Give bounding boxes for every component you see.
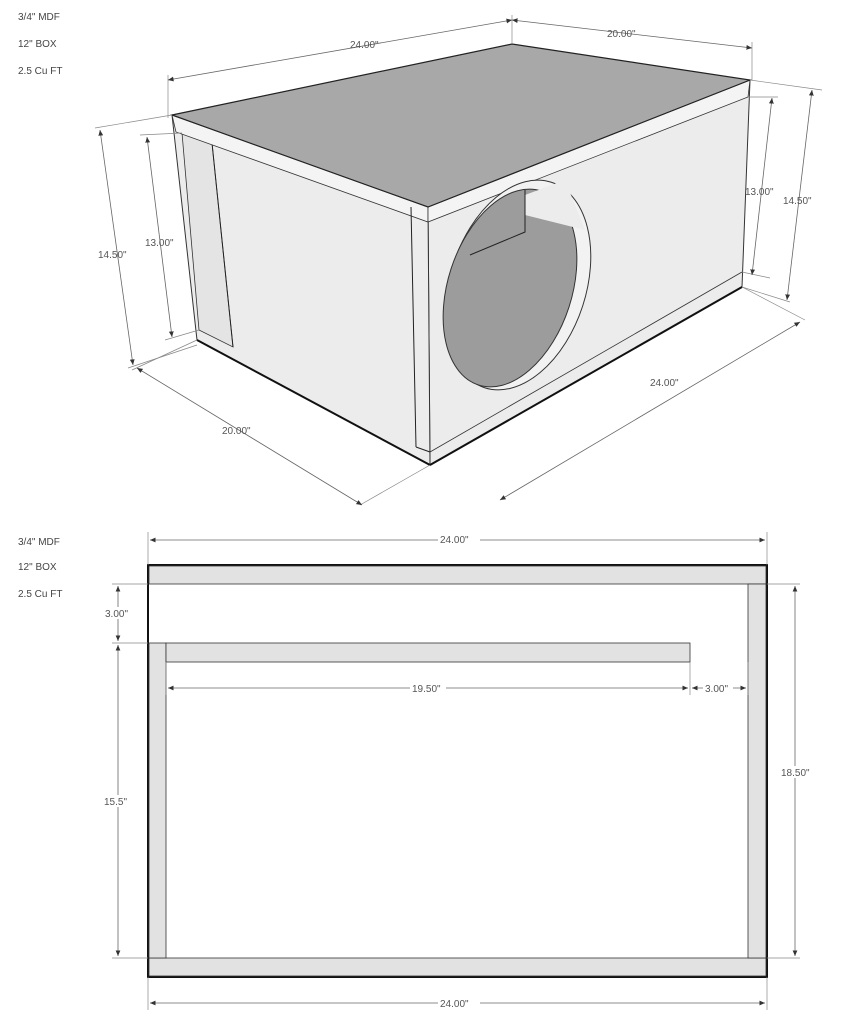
dim-right-inner-height: 13.00" [745,187,774,198]
note-box-size: 12" BOX [18,39,57,50]
dim-right-outer-height: 14.50" [783,196,812,207]
dim-left-outer-height: 14.50" [98,250,127,261]
iso-dimensions [94,15,823,506]
top-wall [148,565,767,585]
plan-note-volume: 2.5 Cu FT [18,589,63,600]
dim-plan-bottom-width: 24.00" [440,999,469,1010]
note-material: 3/4" MDF [18,12,60,23]
right-wall [747,583,767,959]
plan-note-material: 3/4" MDF [18,537,60,548]
port-divider [165,642,691,663]
dim-plan-divider-length: 19.50" [412,684,441,695]
dim-top-depth: 20.00" [607,29,636,40]
dim-top-length: 24.00" [350,40,379,51]
dim-left-inner-height: 13.00" [145,238,174,249]
left-wall [148,642,167,959]
plan-note-box-size: 12" BOX [18,562,57,573]
dim-plan-port-gap: 3.00" [705,684,728,695]
note-volume: 2.5 Cu FT [18,66,63,77]
bottom-wall [148,957,767,977]
plan-box [147,564,768,978]
dim-plan-depth: 18.50" [781,768,810,779]
iso-box [169,43,753,466]
dim-plan-top-width: 24.00" [440,535,469,546]
dim-bottom-depth: 20.00" [222,426,251,437]
dim-plan-chamber-depth: 15.5" [104,797,127,808]
dim-bottom-length: 24.00" [650,378,679,389]
dim-plan-port-width: 3.00" [105,609,128,620]
